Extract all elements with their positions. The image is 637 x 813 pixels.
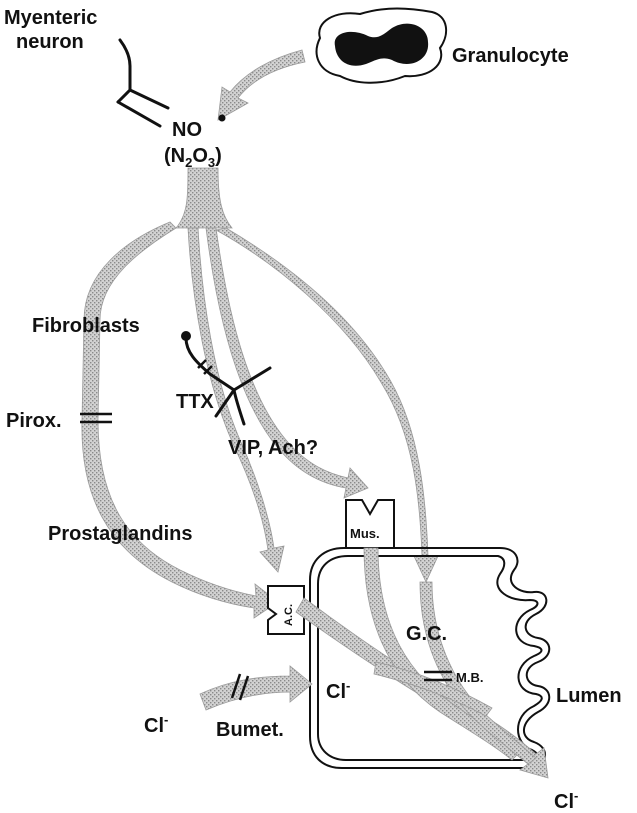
cl-uptake-arrow [200,666,312,710]
epithelial-cell [310,548,549,768]
radical-dot-icon [219,115,226,122]
fibroblasts-label: Fibroblasts [32,315,140,337]
mb-label: M.B. [456,670,483,685]
cell-cl-label: Cl- [326,678,350,703]
gc-label: G.C. [406,623,447,645]
granulocyte-label: Granulocyte [452,45,569,67]
myenteric-neuron-icon [118,40,168,126]
prostaglandin-pathway-arrow [82,222,278,618]
mus-label: Mus. [350,526,380,541]
myenteric-label-1: Myenteric [4,7,97,29]
granulocyte-to-no-arrow [218,50,305,120]
myenteric-label-2: neuron [16,31,84,53]
granulocyte-cell [317,9,446,83]
cl-out-label: Cl- [554,788,578,813]
no-label: NO [172,119,202,141]
vip-ach-label: VIP, Ach? [228,437,318,459]
cl-in-label: Cl- [144,712,168,737]
no-trunk-arrow [176,168,232,228]
bumet-label: Bumet. [216,719,284,741]
ttx-label: TTX [176,391,214,413]
lumen-label: Lumen [556,685,622,707]
gc-pathway-arrow [216,228,438,582]
ac-label: A.C. [283,604,295,626]
pirox-label: Pirox. [6,410,62,432]
neuron-ending-icon [181,331,191,341]
n2o3-label: (N2O3) [164,145,222,170]
prostaglandins-label: Prostaglandins [48,523,192,545]
